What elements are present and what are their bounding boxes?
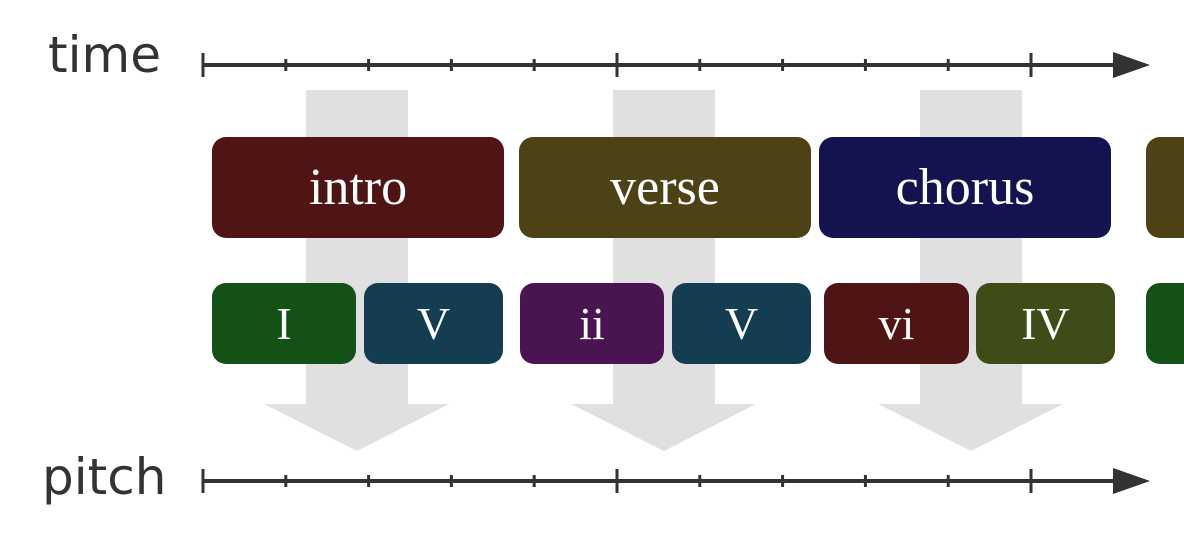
pitch-axis bbox=[201, 468, 1150, 494]
section-intro: intro bbox=[212, 137, 504, 238]
time-axis-label: time bbox=[48, 26, 161, 84]
section-chorus: chorus bbox=[819, 137, 1111, 238]
chord-I: I bbox=[212, 283, 356, 364]
section-next bbox=[1146, 137, 1184, 238]
chord-vi: vi bbox=[824, 283, 969, 364]
chord-next bbox=[1146, 283, 1184, 364]
pitch-axis-label: pitch bbox=[42, 448, 167, 506]
chord-V: V bbox=[672, 283, 811, 364]
pitch-axis-arrowhead-icon bbox=[1113, 468, 1150, 494]
chord-IV: IV bbox=[976, 283, 1115, 364]
time-axis bbox=[201, 52, 1150, 78]
section-verse: verse bbox=[519, 137, 811, 238]
chord-ii: ii bbox=[520, 283, 664, 364]
chord-V: V bbox=[364, 283, 503, 364]
time-axis-arrowhead-icon bbox=[1113, 52, 1150, 78]
